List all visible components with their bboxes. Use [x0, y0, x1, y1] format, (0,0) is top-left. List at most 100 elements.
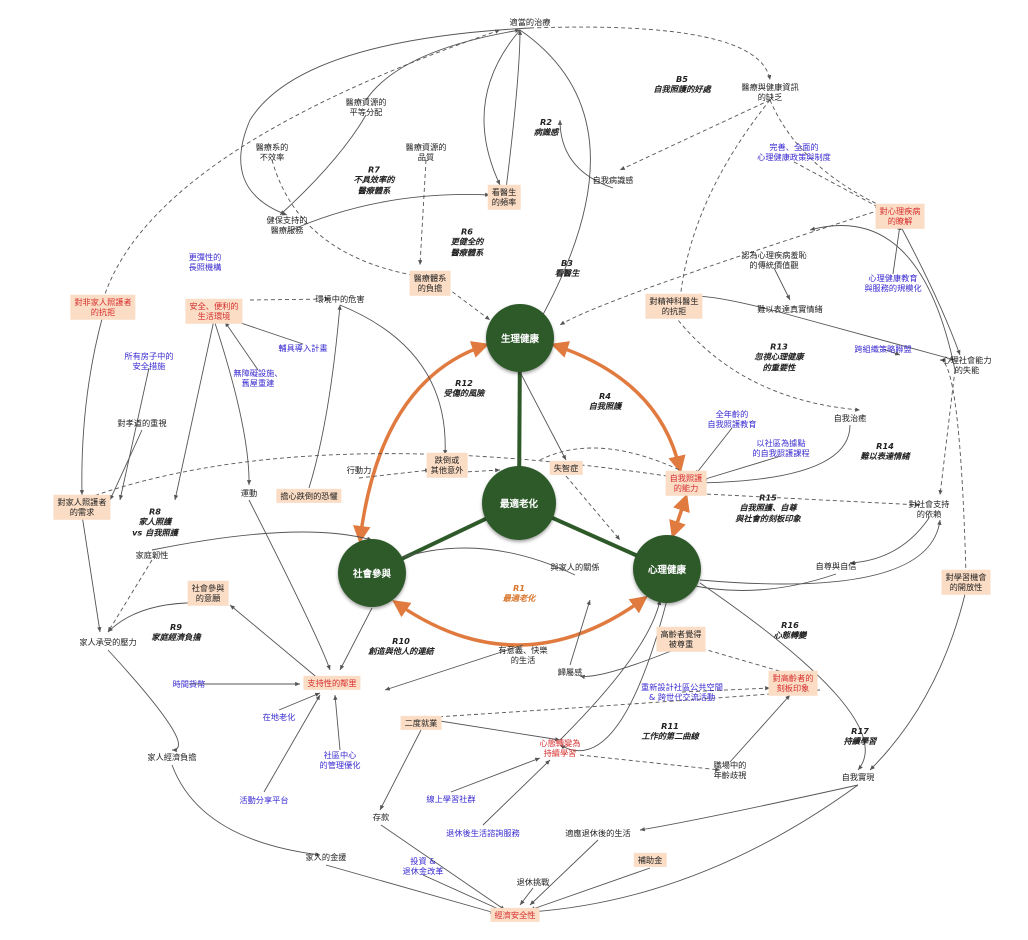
edge-85 — [429, 274, 491, 321]
edge-26 — [701, 455, 782, 481]
edge-88 — [539, 447, 691, 476]
edge-28 — [849, 517, 930, 565]
edge-42 — [339, 304, 448, 456]
node-elastic-care: 更彈性的 長照機構 — [188, 251, 222, 272]
loop-r4: R4 自我照護 — [588, 390, 622, 411]
edge-51 — [422, 874, 506, 913]
edge-68 — [263, 694, 321, 793]
node-medical-equal: 醫療資源的 平等分配 — [345, 96, 387, 117]
loop-r6: R6 更健全的 醫療體系 — [450, 226, 484, 258]
edge-76 — [339, 607, 373, 671]
edge-81 — [565, 475, 621, 541]
edge-63 — [569, 599, 591, 666]
edge-80 — [519, 371, 567, 461]
edge-39 — [224, 321, 259, 371]
edge-60 — [689, 644, 794, 676]
edge-13 — [286, 192, 491, 233]
node-cross-org: 跨組織策略聯盟 — [854, 343, 912, 354]
node-medical-quality: 醫療資源的 品質 — [405, 141, 447, 162]
hub-social-participation: 社會參與 — [338, 539, 406, 607]
node-family-caregiver-need: 對家人照護者 的需求 — [53, 494, 111, 520]
node-investment: 投資 & 退休金改革 — [402, 855, 444, 876]
edge-22 — [938, 369, 956, 496]
node-family-resilience: 家庭韌性 — [135, 549, 169, 560]
edge-73 — [151, 531, 373, 551]
edge-5 — [365, 28, 521, 101]
edge-19 — [789, 314, 956, 361]
hub-physical-health: 生理健康 — [486, 304, 554, 372]
edge-0 — [240, 27, 531, 216]
edge-77 — [394, 547, 576, 576]
edge-47 — [107, 649, 179, 753]
node-mental-competence: 心理社會能力 的失能 — [942, 354, 992, 375]
edge-57 — [559, 599, 662, 741]
node-children-house: 所有房子中的 安全措施 — [124, 350, 174, 371]
node-hard-express: 難以表達真實情緒 — [757, 303, 823, 314]
edge-29 — [689, 573, 837, 591]
hub-optimal-aging: 最適老化 — [482, 466, 556, 540]
edge-17 — [773, 267, 791, 301]
edge-75 — [81, 453, 681, 501]
node-self-healing: 自我治癒 — [833, 412, 867, 423]
node-mental-understanding: 對心理疾病 的瞭解 — [875, 203, 925, 229]
node-fall-accident: 跌倒或 其他意外 — [426, 452, 468, 478]
edge-38 — [231, 319, 304, 345]
node-barrier-free: 無障礙設施、 舊屋重建 — [233, 367, 283, 388]
loop-r16: R16 心態轉變 — [773, 619, 807, 640]
edge-9 — [769, 99, 891, 211]
edge-14 — [793, 161, 881, 209]
arc-social-mental — [392, 595, 648, 647]
edge-33 — [529, 784, 859, 914]
arc-physical-social — [353, 341, 490, 544]
edge-72 — [107, 559, 153, 633]
edge-7 — [418, 159, 427, 266]
node-self-awareness: 自我病識感 — [592, 174, 634, 185]
node-self-care-ability: 自我照護 的能力 — [665, 470, 707, 496]
node-meaningful-life: 有意義、快樂 的生活 — [498, 644, 548, 665]
node-medical-inefficient: 醫療系的 不效率 — [255, 141, 289, 162]
loop-r10: R10 創造與他人的連結 — [368, 635, 434, 656]
loop-r12: R12 受傷的風險 — [443, 377, 485, 398]
node-mobility: 行動力 — [346, 464, 372, 475]
node-social-will: 社會參與 的意願 — [187, 580, 229, 606]
edge-16 — [899, 224, 961, 356]
edge-40 — [118, 367, 150, 501]
node-family-relation: 與家人的關係 — [550, 561, 600, 572]
edge-78 — [559, 599, 668, 752]
node-time-bank: 時間貨幣 — [172, 678, 206, 689]
edge-87 — [419, 689, 821, 720]
arc-selfcare-mental — [669, 493, 690, 539]
node-aging-in-place: 在地老化 — [262, 711, 296, 722]
edge-36 — [213, 319, 252, 486]
edge-20 — [882, 348, 901, 356]
edge-2 — [483, 29, 521, 186]
node-proper-treatment: 適當的治療 — [509, 16, 551, 27]
node-retire-challenge: 退休挑戰 — [516, 876, 550, 887]
edge-84 — [559, 209, 881, 326]
edge-79 — [699, 519, 942, 585]
edge-64 — [384, 644, 524, 691]
node-adapt-retirement: 適應退休後的生活 — [565, 827, 631, 838]
edge-69 — [333, 694, 341, 751]
edge-30 — [869, 589, 967, 771]
loop-r17: R17 持續學習 — [843, 725, 877, 746]
node-safe-env: 安全、便利的 生活環境 — [185, 298, 243, 324]
node-community-center: 社區中心 的管理優化 — [319, 749, 361, 770]
edge-44 — [308, 304, 342, 489]
loop-r11: R11 工作的第二曲線 — [641, 720, 699, 741]
edge-61 — [681, 686, 771, 693]
node-workplace-age: 職場中的 年齡歧視 — [713, 759, 747, 780]
edge-12 — [557, 119, 614, 189]
edge-21 — [809, 225, 956, 371]
node-supportive-neighbor: 支持性的鄰里 — [303, 675, 361, 691]
edge-70 — [379, 729, 422, 811]
edge-58 — [579, 754, 721, 772]
node-subsidy: 補助金 — [633, 852, 667, 868]
edge-34 — [79, 314, 104, 496]
node-financial-security: 經濟安全性 — [490, 907, 540, 923]
edge-24 — [699, 424, 851, 486]
node-activity-platform: 活動分享平台 — [239, 794, 289, 805]
edge-86 — [699, 582, 866, 771]
arc-physical-selfcare — [550, 341, 686, 474]
